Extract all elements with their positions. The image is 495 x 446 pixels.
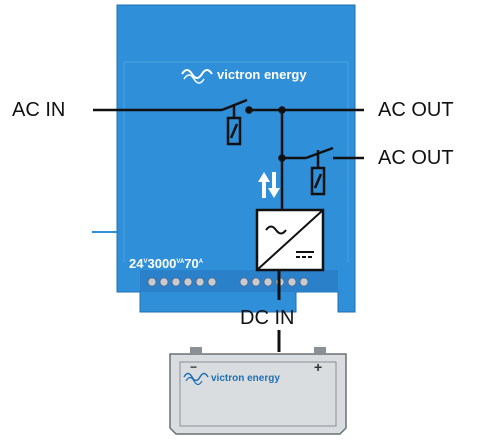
inverter-model-text: 24V3000VA70A (129, 256, 204, 271)
ac-out-switch-icon (305, 146, 334, 160)
ac-bus-wiring (278, 106, 364, 210)
ac-in-label: AC IN (12, 99, 66, 121)
battery-plus-sign: + (314, 359, 322, 375)
battery-unit: − + victron energy (169, 347, 347, 435)
battery-label-panel (179, 361, 337, 427)
battery-body (169, 353, 347, 435)
victron-logo-icon (181, 69, 213, 84)
battery-minus-sign: − (190, 360, 197, 374)
inverter-brand-text: victron energy (217, 67, 307, 82)
inverter-charger-symbol-icon (255, 208, 325, 272)
inverter-terminal-strip (140, 270, 338, 292)
terminal-screws (147, 277, 309, 287)
bidirectional-arrows-icon (258, 172, 280, 198)
ac-out-label-1: AC OUT (378, 99, 454, 121)
ac-in-wiring (93, 98, 364, 146)
dc-in-label: DC IN (240, 307, 295, 329)
battery-victron-logo-icon (183, 372, 209, 386)
battery-negative-terminal (190, 347, 202, 354)
battery-brand-text: victron energy (211, 373, 280, 384)
battery-positive-terminal (314, 347, 326, 354)
ac-out-label-2: AC OUT (378, 147, 454, 169)
